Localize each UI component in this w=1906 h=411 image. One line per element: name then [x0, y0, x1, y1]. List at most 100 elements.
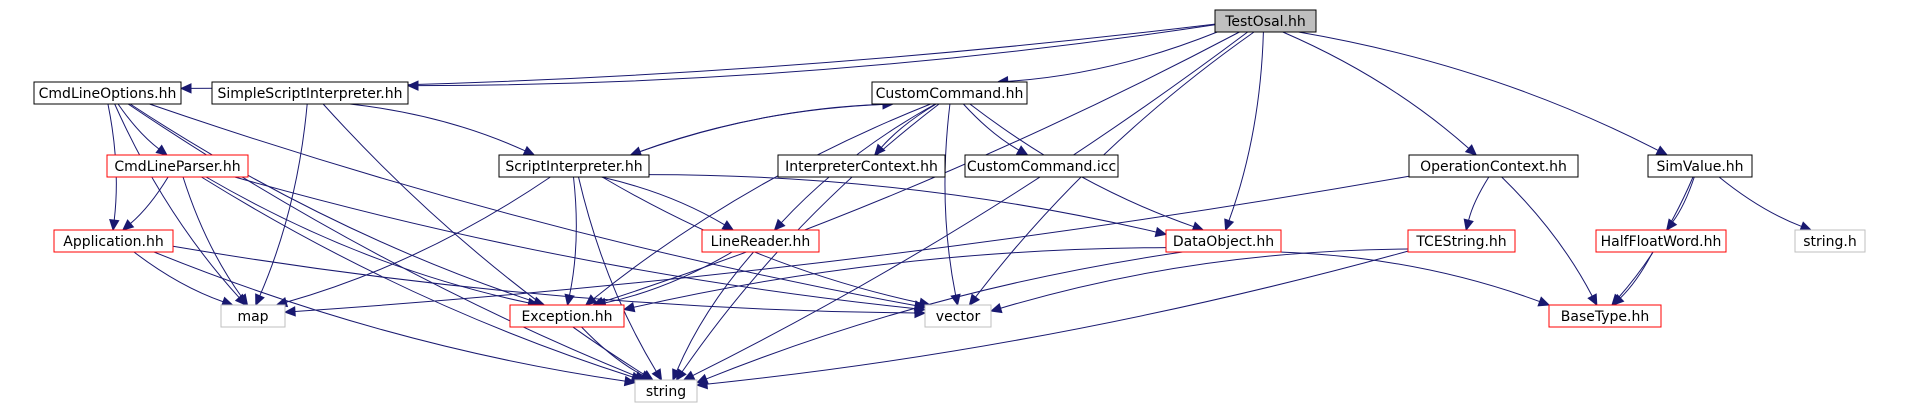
edge-simplescriptinterpreter-to-map [259, 103, 308, 297]
arrowhead-cmdlineoptions-to-application [109, 218, 120, 232]
node-customcommand[interactable]: CustomCommand.hh [871, 81, 1028, 105]
node-box-stringh [1794, 229, 1866, 253]
edge-operationcontext-to-map [294, 175, 1410, 312]
node-label-testosal: TestOsal.hh [1224, 14, 1306, 30]
arrowhead-testosal-to-simvalue [1655, 145, 1669, 156]
node-linereader[interactable]: LineReader.hh [701, 229, 820, 253]
arrowhead-customcommand-to-exception [584, 294, 598, 306]
node-cmdlineparser[interactable]: CmdLineParser.hh [106, 154, 249, 178]
node-label-map: map [237, 309, 268, 325]
arrowhead-scriptinterpreter-to-exception [564, 293, 575, 307]
edge-operationcontext-to-basetype [1501, 176, 1593, 297]
edge-testosal-to-simplescriptinterpreter [417, 24, 1216, 87]
node-box-basetype [1548, 304, 1662, 328]
edge-customcommand-to-vector [944, 103, 957, 296]
node-box-vector [924, 304, 992, 328]
node-label-cmdlineoptions: CmdLineOptions.hh [39, 86, 177, 102]
arrowhead-scriptinterpreter-to-linereader [721, 220, 735, 231]
node-interpretercontext[interactable]: InterpreterContext.hh [777, 154, 946, 178]
edge-application-to-string [153, 251, 626, 382]
node-label-vector: vector [936, 309, 981, 325]
node-label-string: string [646, 384, 686, 400]
edge-dataobject-to-string [706, 251, 1183, 380]
node-application[interactable]: Application.hh [53, 229, 174, 253]
edge-testosal-to-string [692, 31, 1248, 376]
node-customcommandicc[interactable]: CustomCommand.icc [964, 154, 1119, 178]
node-box-interpretercontext [777, 154, 946, 178]
edge-operationcontext-to-tcestring [1468, 176, 1490, 221]
edge-cmdlineoptions-to-cmdlineparser [117, 103, 160, 150]
edge-cmdlineoptions-to-exception [129, 103, 536, 303]
node-box-customcommandicc [964, 154, 1119, 178]
node-box-halffloatword [1595, 229, 1727, 253]
arrowhead-operationcontext-to-map [283, 306, 296, 317]
arrowhead-dataobject-to-basetype [1537, 296, 1551, 307]
node-operationcontext[interactable]: OperationContext.hh [1408, 154, 1579, 178]
node-label-simvalue: SimValue.hh [1656, 159, 1743, 175]
arrowhead-operationcontext-to-tcestring [1463, 218, 1474, 232]
node-stringh: string.h [1794, 229, 1866, 253]
node-label-tcestring: TCEString.hh [1415, 234, 1506, 250]
node-basetype[interactable]: BaseType.hh [1548, 304, 1662, 328]
edge-testosal-to-operationcontext [1282, 31, 1470, 149]
edge-scriptinterpreter-to-map [286, 176, 551, 303]
edge-scriptinterpreter-to-exception [569, 176, 577, 296]
edge-cmdlineparser-to-map [182, 176, 243, 298]
edge-scriptinterpreter-to-linereader [601, 176, 725, 226]
arrowhead-cmdlineoptions-to-cmdlineparser [155, 144, 168, 156]
node-box-simplescriptinterpreter [211, 81, 409, 105]
node-box-simvalue [1647, 154, 1753, 178]
edge-dataobject-to-exception [633, 247, 1167, 308]
node-label-cmdlineparser: CmdLineParser.hh [114, 159, 240, 175]
arrowhead-testosal-to-cmdlineoptions [179, 83, 192, 94]
arrowhead-tcestring-to-vector [989, 303, 1003, 314]
edge-cmdlineparser-to-exception [205, 176, 529, 304]
node-testosal[interactable]: TestOsal.hh [1214, 9, 1317, 33]
edge-testosal-to-simvalue [1298, 31, 1659, 151]
node-simplescriptinterpreter[interactable]: SimpleScriptInterpreter.hh [211, 81, 409, 105]
edge-cmdlineoptions-to-map [114, 103, 240, 298]
node-box-dataobject [1165, 229, 1282, 253]
edge-dataobject-to-basetype [1279, 251, 1540, 303]
edge-simplescriptinterpreter-to-string [322, 103, 645, 376]
arrowhead-halffloatword-to-basetype [1612, 293, 1625, 306]
edge-cmdlineparser-to-string [201, 176, 633, 378]
arrowhead-testosal-to-dataobject [1224, 218, 1235, 232]
arrowhead-testosal-to-vector [968, 293, 981, 306]
node-box-string [634, 379, 698, 403]
node-cmdlineoptions[interactable]: CmdLineOptions.hh [33, 81, 182, 105]
node-dataobject[interactable]: DataObject.hh [1165, 229, 1282, 253]
edge-cmdlineoptions-to-vector [149, 103, 916, 307]
node-label-customcommandicc: CustomCommand.icc [967, 159, 1116, 175]
edge-simplescriptinterpreter-to-scriptinterpreter [349, 103, 526, 152]
edge-linereader-to-string [676, 251, 754, 371]
node-box-cmdlineoptions [33, 81, 182, 105]
node-label-dataobject: DataObject.hh [1173, 234, 1274, 250]
arrowhead-linereader-to-string [672, 368, 682, 382]
node-box-linereader [701, 229, 820, 253]
arrowhead-scriptinterpreter-to-dataobject [1154, 226, 1168, 238]
edge-cmdlineparser-to-application [130, 176, 169, 224]
arrowhead-cmdlineparser-to-application [121, 219, 135, 231]
edge-customcommand-to-interpretercontext [880, 103, 937, 148]
edge-layer [107, 23, 1813, 390]
node-simvalue[interactable]: SimValue.hh [1647, 154, 1753, 178]
node-label-application: Application.hh [63, 234, 163, 250]
node-tcestring[interactable]: TCEString.hh [1407, 229, 1516, 253]
edge-linereader-to-exception [605, 251, 733, 304]
edge-simvalue-to-stringh [1718, 176, 1802, 227]
node-label-basetype: BaseType.hh [1561, 309, 1649, 325]
arrowhead-testosal-to-operationcontext [1464, 144, 1478, 156]
node-vector: vector [924, 304, 992, 328]
arrowhead-customcommand-to-customcommandicc [1015, 145, 1029, 156]
node-label-exception: Exception.hh [521, 309, 612, 325]
node-exception[interactable]: Exception.hh [509, 304, 625, 328]
edge-scriptinterpreter-to-customcommand [630, 103, 883, 156]
node-label-halffloatword: HalfFloatWord.hh [1601, 234, 1722, 250]
node-halffloatword[interactable]: HalfFloatWord.hh [1595, 229, 1727, 253]
edge-halffloatword-to-basetype [1620, 251, 1654, 299]
node-scriptinterpreter[interactable]: ScriptInterpreter.hh [498, 154, 650, 178]
edge-customcommand-to-scriptinterpreter [639, 103, 893, 153]
